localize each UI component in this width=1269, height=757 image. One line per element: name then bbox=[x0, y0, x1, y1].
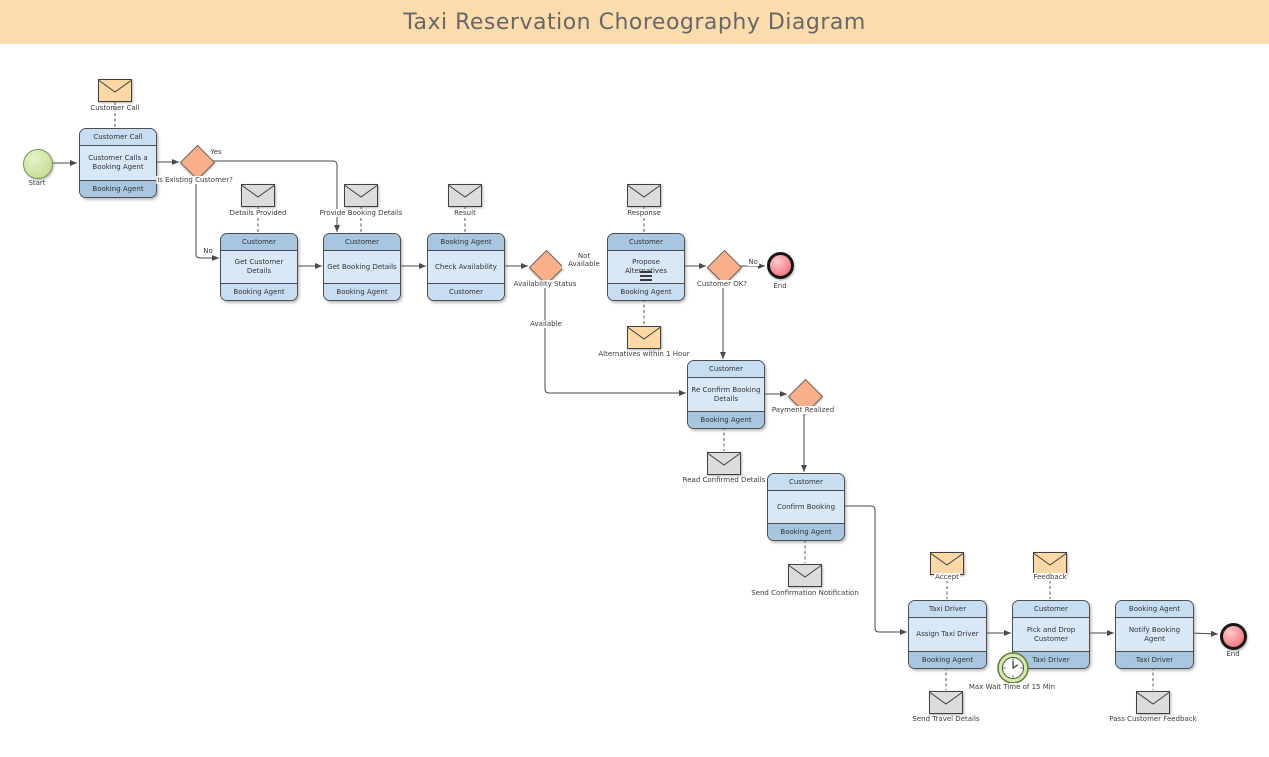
participant-band: Customer bbox=[324, 234, 400, 251]
message-envelope-icon[interactable] bbox=[930, 552, 964, 579]
message-envelope-icon[interactable] bbox=[241, 184, 275, 211]
message-label: Customer Call bbox=[90, 104, 140, 112]
message-envelope-icon[interactable] bbox=[788, 564, 822, 591]
participant-band: Taxi Driver bbox=[1013, 651, 1089, 668]
message-envelope-icon[interactable] bbox=[344, 184, 378, 211]
end-event-top[interactable] bbox=[766, 251, 794, 279]
sequence-flow bbox=[1190, 630, 1219, 637]
participant-band: Customer Call bbox=[80, 129, 156, 146]
participant-band: Booking Agent bbox=[688, 411, 764, 428]
message-label: Details Provided bbox=[228, 209, 288, 218]
message-envelope-icon[interactable] bbox=[98, 79, 132, 106]
message-label: Accept bbox=[934, 573, 960, 582]
timer-clock-icon[interactable] bbox=[996, 651, 1030, 689]
diagram-title: Taxi Reservation Choreography Diagram bbox=[403, 9, 866, 35]
gateway-label: Is Existing Customer? bbox=[156, 176, 234, 185]
message-envelope-icon[interactable] bbox=[627, 184, 661, 211]
message-envelope-icon[interactable] bbox=[448, 184, 482, 211]
participant-band: Customer bbox=[1013, 601, 1089, 618]
message-label: Result bbox=[453, 209, 477, 218]
message-envelope-icon[interactable] bbox=[627, 326, 661, 353]
flow-label-no: No bbox=[203, 247, 213, 255]
participant-band: Booking Agent bbox=[768, 523, 844, 540]
participant-band: Customer bbox=[688, 361, 764, 378]
start-event-label: Start bbox=[28, 179, 46, 187]
choreo-task-re-confirm-booking-details[interactable]: Customer Re Confirm Booking Details Book… bbox=[687, 360, 765, 429]
message-label: Send Confirmation Notification bbox=[751, 589, 859, 597]
task-name: Notify Booking Agent bbox=[1128, 625, 1181, 643]
gateway-label: Availability Status bbox=[512, 280, 578, 289]
task-name: Assign Taxi Driver bbox=[916, 630, 979, 639]
flow-label-available: Available bbox=[529, 320, 563, 329]
choreo-task-customer-calls-booking-agent[interactable]: Customer Call Customer Calls a Booking A… bbox=[79, 128, 157, 198]
message-label: Read Confirmed Details bbox=[682, 476, 766, 484]
participant-band: Booking Agent bbox=[428, 234, 504, 251]
gateway-label: Customer OK? bbox=[695, 280, 749, 289]
choreo-task-pick-and-drop-customer[interactable]: Customer Pick and Drop Customer Taxi Dri… bbox=[1012, 600, 1090, 669]
sequence-flow bbox=[843, 505, 907, 635]
participant-band: Booking Agent bbox=[324, 283, 400, 300]
participant-band: Booking Agent bbox=[608, 283, 684, 300]
choreo-task-get-customer-details[interactable]: Customer Get Customer Details Booking Ag… bbox=[220, 233, 298, 301]
task-name: Confirm Booking bbox=[776, 502, 836, 511]
choreo-task-check-availability[interactable]: Booking Agent Check Availability Custome… bbox=[427, 233, 505, 301]
message-envelope-icon[interactable] bbox=[1033, 552, 1067, 579]
task-name: Pick and Drop Customer bbox=[1026, 625, 1076, 643]
participant-band: Booking Agent bbox=[80, 180, 156, 197]
participant-band: Booking Agent bbox=[909, 651, 986, 668]
message-envelope-icon[interactable] bbox=[707, 452, 741, 479]
task-name-text: Propose Alternatives bbox=[625, 258, 667, 275]
participant-band: Customer bbox=[428, 283, 504, 300]
task-name: Check Availability bbox=[435, 262, 497, 271]
flow-label-not-available: Not Available bbox=[562, 252, 606, 269]
end-event-label: End bbox=[1226, 650, 1240, 658]
message-label: Alternatives within 1 Hour bbox=[598, 350, 690, 358]
message-envelope-icon[interactable] bbox=[1136, 691, 1170, 718]
task-name: Propose Alternatives bbox=[608, 251, 684, 283]
gateway-label: Payment Realized bbox=[770, 406, 836, 415]
flow-label-yes: Yes bbox=[210, 148, 222, 156]
choreo-task-assign-taxi-driver[interactable]: Taxi Driver Assign Taxi Driver Booking A… bbox=[908, 600, 987, 669]
message-label: Feedback bbox=[1032, 573, 1068, 582]
choreo-task-notify-booking-agent[interactable]: Booking Agent Notify Booking Agent Taxi … bbox=[1115, 600, 1194, 669]
flow-label-no: No bbox=[747, 258, 759, 267]
task-name: Customer Calls a Booking Agent bbox=[88, 154, 148, 171]
participant-band: Taxi Driver bbox=[909, 601, 986, 618]
task-name: Get Customer Details bbox=[234, 258, 284, 275]
sequence-flow-available bbox=[544, 282, 686, 396]
choreo-task-propose-alternatives[interactable]: Customer Propose Alternatives Booking Ag… bbox=[607, 233, 685, 301]
participant-band: Taxi Driver bbox=[1116, 651, 1193, 668]
timer-label: Max Wait Time of 15 Min bbox=[967, 683, 1057, 692]
start-event[interactable] bbox=[23, 149, 53, 179]
participant-band: Customer bbox=[768, 474, 844, 491]
end-event-bottom[interactable] bbox=[1219, 622, 1247, 650]
task-name: Re Confirm Booking Details bbox=[691, 385, 761, 403]
choreo-task-get-booking-details[interactable]: Customer Get Booking Details Booking Age… bbox=[323, 233, 401, 301]
title-bar: Taxi Reservation Choreography Diagram bbox=[0, 0, 1269, 44]
message-envelope-icon[interactable] bbox=[929, 691, 963, 718]
message-label: Response bbox=[626, 209, 662, 218]
participant-band: Customer bbox=[608, 234, 684, 251]
choreo-task-confirm-booking[interactable]: Customer Confirm Booking Booking Agent bbox=[767, 473, 845, 541]
multi-instance-marker-icon bbox=[640, 271, 652, 281]
task-name: Get Booking Details bbox=[327, 262, 397, 271]
message-label: Pass Customer Feedback bbox=[1109, 715, 1197, 723]
end-event-label: End bbox=[773, 282, 787, 290]
participant-band: Booking Agent bbox=[221, 283, 297, 300]
message-label: Send Travel Details bbox=[912, 715, 980, 723]
participant-band: Customer bbox=[221, 234, 297, 251]
sequence-flow-no bbox=[195, 178, 219, 261]
sequence-flow-yes bbox=[212, 160, 340, 232]
participant-band: Booking Agent bbox=[1116, 601, 1193, 618]
message-label: Provide Booking Details bbox=[318, 209, 404, 218]
